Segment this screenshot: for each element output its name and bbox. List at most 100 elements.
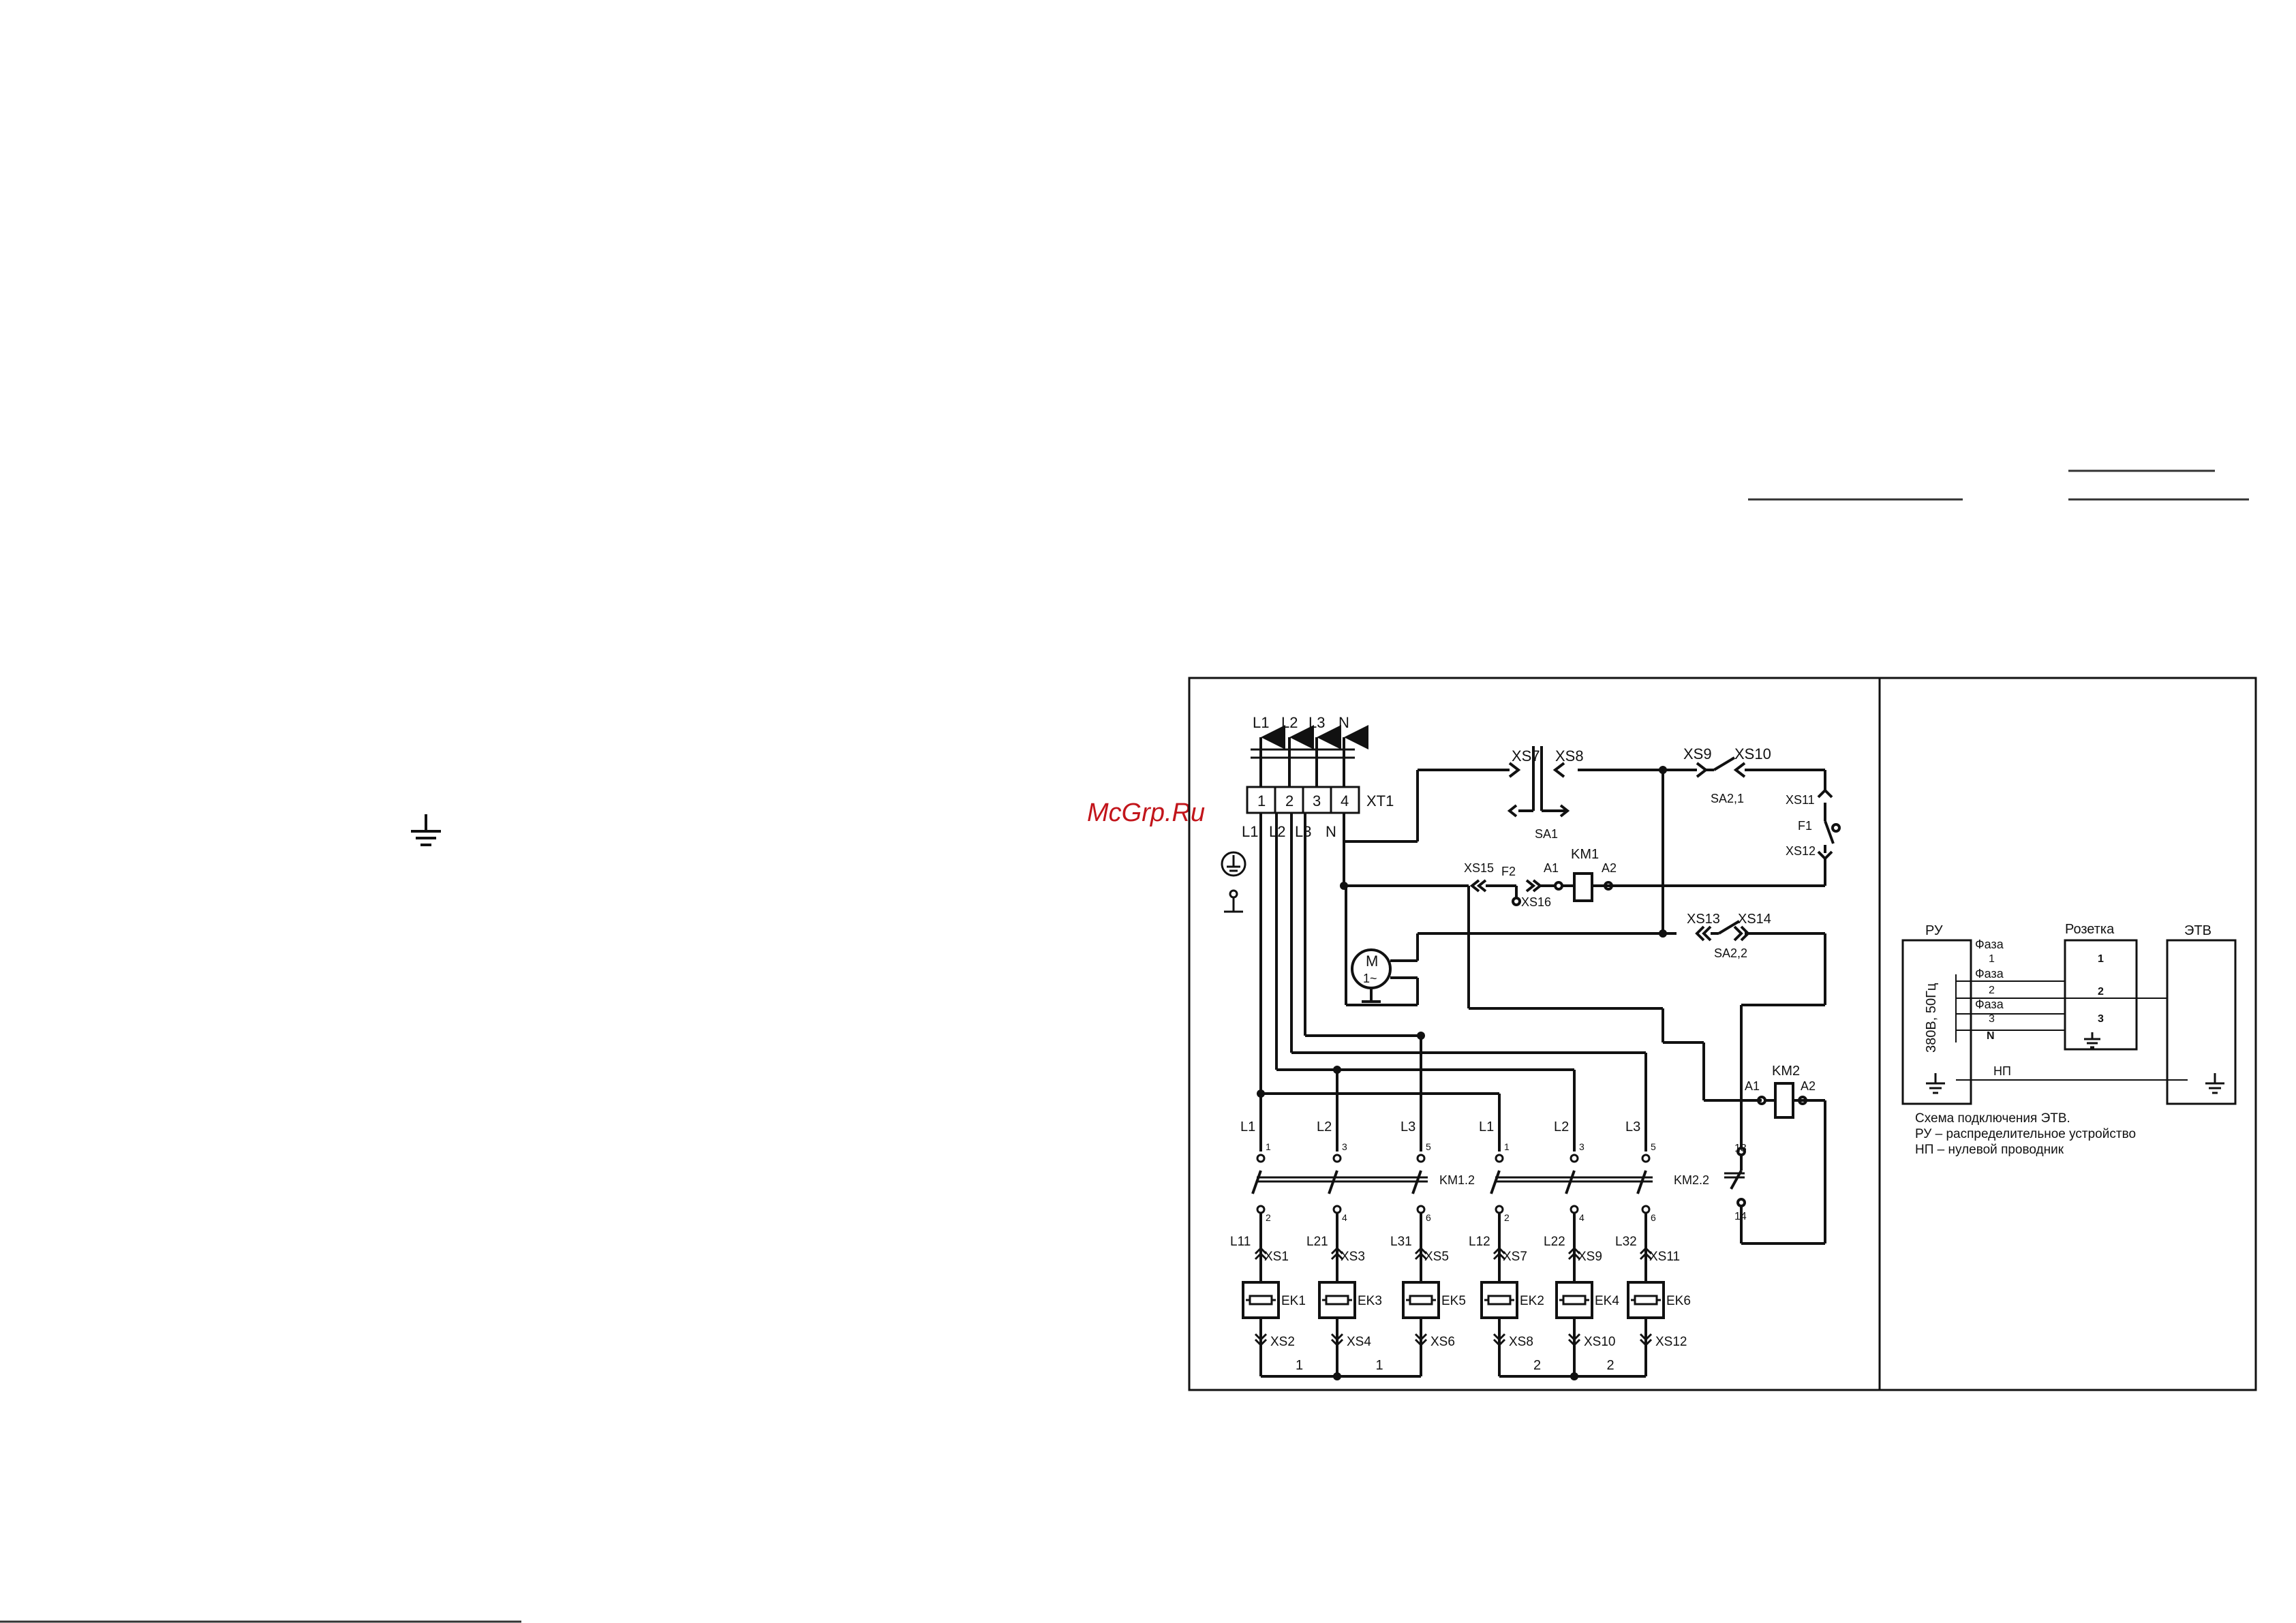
group-1-branch-2-pin-top: 3 [1342,1141,1347,1152]
group-1-branch-2-contact-top [1332,1154,1342,1163]
coil-km1 [1469,872,1613,906]
group-2-branch-1-connector-top-icon [1493,1246,1506,1261]
wire-l2: L2 [1269,823,1285,840]
group-1-branch-2-connector-bottom-icon [1330,1333,1344,1347]
schematic-labels: L1 L2 L3 N 1 2 3 4 XT1 L1 L2 L3 N XS7 XS… [1242,714,1816,1222]
svg-text:A2: A2 [1801,1079,1816,1093]
terminal-1: 1 [1257,792,1266,809]
terminal-block-label: XT1 [1366,792,1394,809]
group-2-branch-1-wire-label: L12 [1469,1235,1490,1249]
svg-text:A2: A2 [1602,861,1617,875]
group-2-branch-3-wire-label: L32 [1615,1235,1637,1249]
svg-text:XS8: XS8 [1555,747,1584,764]
svg-text:13: 13 [1734,1143,1747,1154]
group-2-branch-2-phase-label: L2 [1554,1119,1569,1134]
wire-l3: L3 [1295,823,1311,840]
label-ru: РУ [1925,923,1943,938]
group-2-branch-1-contact-top [1495,1154,1504,1163]
label-etv: ЭТВ [2184,923,2211,938]
group-1-branch-1-heater-label: EK1 [1281,1294,1306,1308]
group-2-branch-3-connector-top-label: XS11 [1649,1250,1680,1264]
supply-label-n: N [1338,714,1349,731]
svg-text:XS11: XS11 [1786,793,1815,807]
group-2-bus-label-2: 2 [1607,1358,1614,1373]
group-1-branch-1-pin-top: 1 [1266,1141,1271,1152]
group-1-branch-3-connector-bottom-label: XS6 [1430,1335,1455,1349]
svg-text:НП: НП [1993,1064,2011,1078]
svg-text:14: 14 [1734,1211,1747,1222]
svg-text:Фаза: Фаза [1975,967,2004,980]
group-2-branch-2-wire-label: L22 [1544,1235,1565,1249]
group-2-branch-3-heater-label: EK6 [1666,1294,1691,1308]
connection-labels: РУ Розетка ЭТВ 380В, 50Гц Фаза 1 Фаза 2 … [1915,922,2211,1157]
supply-label-l1: L1 [1253,714,1269,731]
group-1-branch-3-pin-top: 5 [1426,1141,1431,1152]
group-2-branch-2-contact-bottom [1570,1205,1579,1214]
svg-text:F2: F2 [1501,865,1516,878]
group-1-branch-3-connector-top-icon [1414,1246,1428,1261]
supply-label-l2: L2 [1281,714,1298,731]
group-2-branch-3-pin-top: 5 [1651,1141,1656,1152]
ground-symbol-icon [411,814,441,846]
watermark: McGrp.Ru [1087,799,1205,827]
svg-text:Фаза: Фаза [1975,938,2004,951]
group-2-branch-3-connector-bottom-icon [1639,1333,1653,1347]
group-1-branch-2-connector-bottom-label: XS4 [1347,1335,1371,1349]
group-1-branch-3-wire-label: L31 [1390,1235,1412,1249]
group-1-branch-1-connector-top-label: XS1 [1264,1250,1289,1264]
group-2-bus-junction [1570,1372,1578,1380]
label-socket: Розетка [2065,922,2115,937]
group-2-branch-1-contact-bottom [1495,1205,1504,1214]
group-1-branch-1-connector-top-icon [1254,1246,1268,1261]
svg-text:KM1: KM1 [1571,847,1599,862]
group-1-bus-junction [1333,1372,1341,1380]
group-2-branch-2-connector-top-label: XS9 [1578,1250,1602,1264]
group-1-branch-2-connector-top-icon [1330,1246,1344,1261]
group-1-branch-1-contact-bottom [1256,1205,1266,1214]
switch-sa2-1 [1696,756,1746,778]
svg-text:1: 1 [1989,953,1995,965]
group-1-branch-3-connector-bottom-icon [1414,1333,1428,1347]
svg-text:XS9: XS9 [1683,745,1712,762]
contactor-km1-2: KM1.2 [1439,1173,1475,1187]
page-rules [0,469,2249,1623]
svg-text:A1: A1 [1544,861,1559,875]
svg-text:XS16: XS16 [1521,895,1551,909]
heater-groups: L112L11XS1EK1XS2L234L21XS3EK3XS4L356L31X… [1230,1119,1691,1380]
group-1-branch-2-phase-label: L2 [1317,1119,1332,1134]
svg-text:XS14: XS14 [1738,912,1771,927]
group-1-branch-3-contact-top [1416,1154,1426,1163]
svg-text:XS10: XS10 [1734,745,1771,762]
caption-line-3: НП – нулевой проводник [1915,1143,2064,1157]
group-2-branch-1-pin-bottom: 2 [1504,1212,1510,1223]
group-1-branch-2-heater-label: EK3 [1358,1294,1382,1308]
terminal-2: 2 [1285,792,1294,809]
group-2-branch-3-contact-top [1641,1154,1651,1163]
group-1-branch-2-connector-top-label: XS3 [1341,1250,1365,1264]
svg-text:1~: 1~ [1363,972,1377,985]
contactor-km2-2: KM2.2 [1674,1173,1709,1187]
group-2-branch-2-connector-bottom-label: XS10 [1584,1335,1615,1349]
terminal-3: 3 [1313,792,1321,809]
connection-diagram [1901,939,2237,1105]
svg-text:XS15: XS15 [1464,861,1494,875]
group-2-branch-2-contact-top [1570,1154,1579,1163]
svg-text:2: 2 [2098,986,2104,998]
svg-text:M: M [1366,953,1378,970]
group-1-branch-1-connector-bottom-label: XS2 [1270,1335,1295,1349]
group-1-branch-3-contact-bottom [1416,1205,1426,1214]
group-2-branch-1-pin-top: 1 [1504,1141,1510,1152]
motor: M 1~ [1351,948,1392,1003]
group-1-branch-2-contact-bottom [1332,1205,1342,1214]
svg-text:XS12: XS12 [1786,844,1816,858]
thermal-switch-f1 [1817,788,1841,861]
svg-text:N: N [1987,1030,1995,1042]
switch-sa2-2 [1695,920,1750,942]
svg-text:2: 2 [1989,985,1995,996]
group-1-branch-3-heater-label: EK5 [1441,1294,1466,1308]
group-1-branch-3-connector-top-label: XS5 [1424,1250,1449,1264]
group-1-branch-1-contact-top [1256,1154,1266,1163]
group-1-branch-1-wire-label: L11 [1230,1235,1251,1249]
svg-text:Фаза: Фаза [1975,998,2004,1011]
group-2-branch-1-connector-bottom-icon [1493,1333,1506,1347]
